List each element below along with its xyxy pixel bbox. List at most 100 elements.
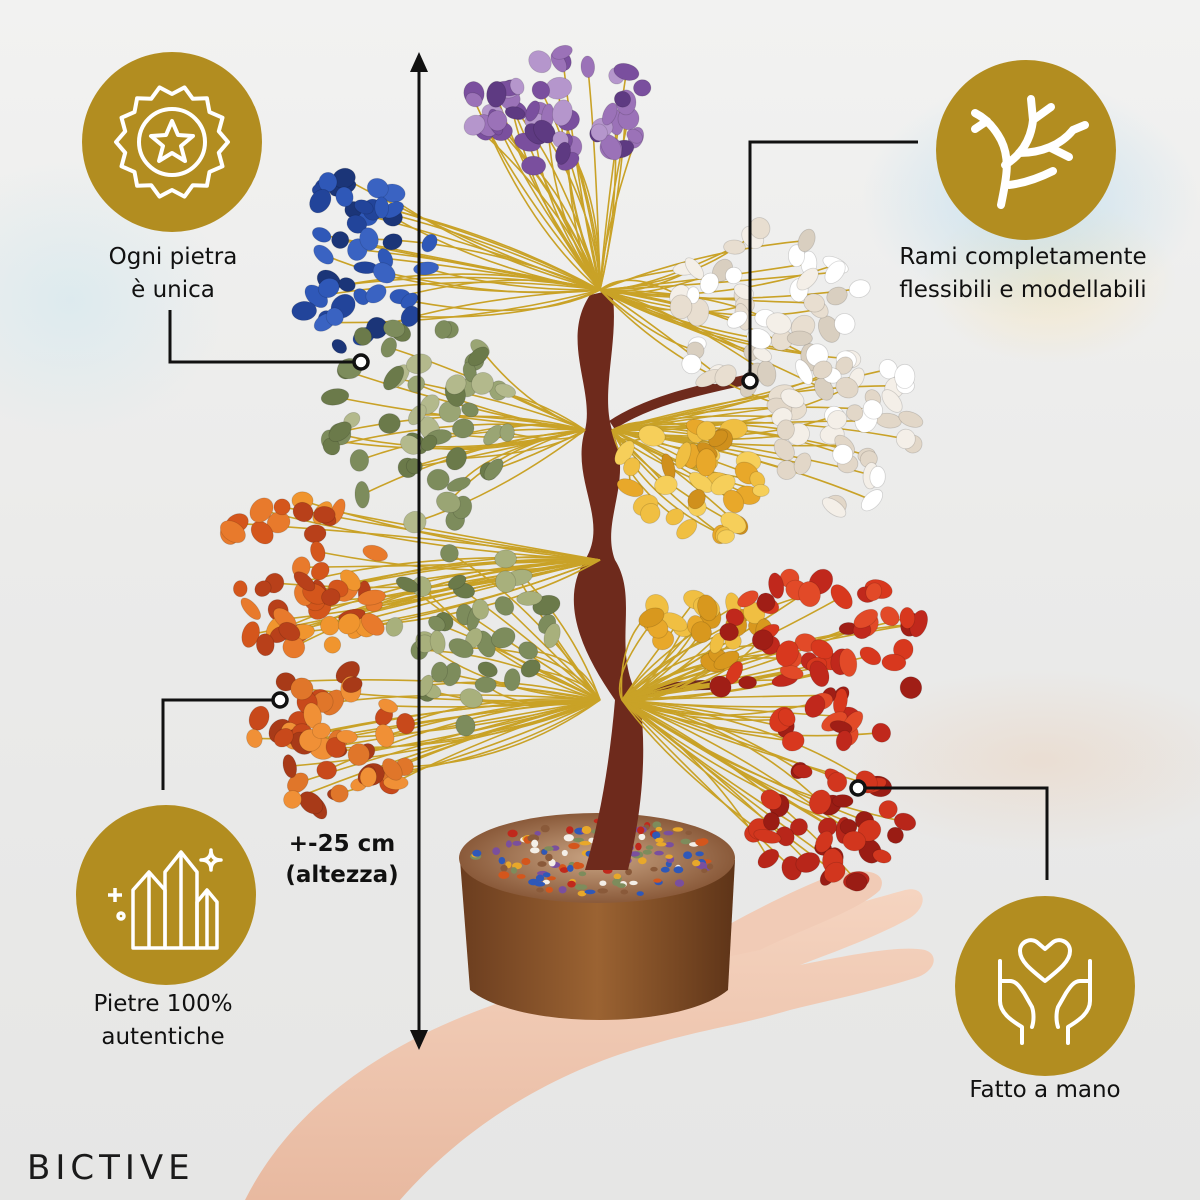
- gemstone-chip: [809, 660, 830, 688]
- pebble: [673, 866, 684, 874]
- gemstone-chip: [337, 612, 361, 635]
- wire-branch: [414, 429, 586, 523]
- pebble: [637, 826, 645, 835]
- wire-branch: [389, 699, 601, 786]
- gemstone-chip: [455, 714, 476, 737]
- gemstone-chip: [773, 438, 795, 461]
- gemstone-chip: [313, 505, 336, 524]
- gemstone-chip: [869, 465, 886, 488]
- gemstone-chip: [626, 128, 643, 144]
- pebble: [578, 871, 587, 877]
- gemstone-chip: [543, 622, 561, 649]
- gemstone-chip: [865, 582, 882, 602]
- gemstone-chip: [436, 491, 461, 514]
- badge-star-icon: [114, 85, 230, 199]
- gemstone-chip: [320, 388, 350, 406]
- label-height: +-25 cm (altezza): [262, 829, 422, 891]
- wire-branch: [289, 699, 601, 767]
- pebble: [597, 888, 608, 894]
- wire-branch: [324, 289, 601, 324]
- gemstone-chip: [330, 784, 349, 803]
- wire-branch: [410, 289, 601, 318]
- wire-branch: [417, 413, 586, 431]
- wire-branch: [316, 281, 601, 298]
- label-handmade-line1: Fatto a mano: [969, 1077, 1121, 1103]
- gemstone-chip: [726, 310, 748, 329]
- gemstone-chip: [292, 501, 314, 523]
- gemstone-chip: [551, 44, 573, 60]
- gemstone-chip: [814, 830, 834, 853]
- wire-branch: [322, 699, 601, 750]
- gemstone-chip: [686, 286, 700, 304]
- gemstone-leaves: [219, 44, 928, 892]
- pebble: [472, 849, 482, 857]
- gemstone-chip: [812, 360, 833, 380]
- gemstone-chip: [273, 498, 291, 516]
- gemstone-chip: [452, 418, 475, 439]
- wire-branch: [381, 206, 601, 291]
- gemstone-chip: [310, 541, 326, 563]
- gemstone-chip: [803, 293, 825, 313]
- wire-branch: [621, 699, 768, 838]
- gemstone-chip: [440, 543, 459, 563]
- gemstone-chip: [886, 826, 904, 844]
- callout-dot-handmade: [849, 779, 867, 797]
- gemstone-chip: [614, 440, 635, 466]
- gemstone-chip: [842, 830, 867, 852]
- gemstone-chip: [881, 389, 903, 413]
- pebble: [642, 849, 652, 855]
- gemstone-chip: [746, 328, 772, 350]
- pebble: [652, 831, 661, 840]
- gemstone-chip: [342, 676, 363, 693]
- wire-branch: [621, 593, 810, 701]
- gemstone-chip: [696, 420, 717, 441]
- gemstone-chip: [788, 244, 806, 268]
- gemstone-chip: [555, 141, 571, 165]
- gemstone-chip: [494, 549, 517, 569]
- gemstone-chip: [509, 77, 525, 95]
- badge-flexible-branches: [936, 60, 1116, 240]
- gemstone-chip: [360, 612, 385, 636]
- gemstone-chip: [420, 434, 438, 452]
- pebble: [613, 873, 622, 880]
- pebble: [528, 878, 539, 886]
- badge-authentic-stones: [76, 805, 256, 985]
- wire-branch: [599, 289, 815, 304]
- gemstone-chip: [429, 630, 446, 655]
- gemstone-chip: [445, 447, 467, 471]
- gemstone-chip: [525, 100, 540, 122]
- gemstone-chip: [831, 794, 854, 808]
- pebble: [625, 868, 632, 876]
- gemstone-chip: [503, 668, 521, 692]
- gemstone-chip: [765, 312, 792, 335]
- gemstone-chip: [824, 260, 846, 284]
- gemstone-chip: [862, 399, 883, 420]
- gemstone-chip: [690, 621, 712, 644]
- gemstone-chip: [752, 483, 770, 498]
- gemstone-chip: [499, 423, 515, 442]
- gemstone-chip: [421, 233, 438, 253]
- gemstone-chip: [898, 410, 924, 428]
- gemstone-chip: [760, 789, 783, 810]
- gemstone-chip: [385, 617, 404, 637]
- gemstone-chip: [798, 581, 821, 608]
- pebble: [663, 830, 674, 836]
- gemstone-chip: [426, 468, 450, 491]
- pebble: [701, 868, 708, 874]
- heart-hands-icon: [998, 938, 1092, 1045]
- gemstone-chip: [255, 633, 275, 657]
- pebble: [645, 845, 654, 850]
- wire-branch: [621, 699, 868, 782]
- callout-line-authentic: [161, 698, 279, 790]
- wire-branch: [388, 699, 601, 708]
- gemstone-chip: [249, 497, 274, 523]
- wire-branch: [611, 429, 676, 518]
- label-height-line1: +-25 cm: [288, 831, 396, 857]
- gemstone-chip: [776, 419, 795, 441]
- gemstone-chip: [359, 227, 379, 251]
- wire-branch: [621, 652, 788, 701]
- gemstone-chip: [623, 457, 641, 477]
- pebble: [530, 847, 540, 854]
- gemstone-chip: [504, 106, 526, 120]
- pebble: [638, 857, 647, 865]
